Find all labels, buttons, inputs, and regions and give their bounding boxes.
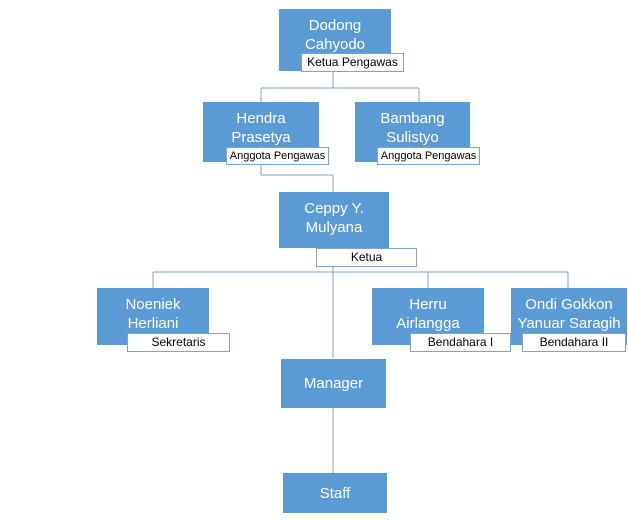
role-label: Anggota Pengawas — [226, 147, 329, 165]
node-name: Hendra Prasetya — [231, 110, 291, 146]
node-name: Staff — [319, 484, 351, 502]
node-name: Bambang Sulistyo — [380, 110, 445, 146]
node-name: Dodong Cahyodo — [304, 17, 366, 53]
node-manager: Manager — [281, 359, 386, 408]
role-label: Bendahara I — [410, 333, 511, 352]
role-label: Ketua Pengawas — [301, 53, 404, 72]
node-name: Ondi Gokkon Yanuar Saragih — [517, 296, 621, 332]
role-label: Bendahara II — [522, 333, 626, 352]
node-name: Ceppy Y. Mulyana — [304, 200, 364, 236]
node-staff: Staff — [283, 473, 387, 513]
role-label: Sekretaris — [127, 333, 230, 352]
node-ceppy-y-mulyana: Ceppy Y. Mulyana — [279, 192, 389, 248]
node-name: Manager — [303, 375, 364, 392]
role-label: Anggota Pengawas — [377, 147, 480, 165]
node-name: Herru Airlangga — [396, 296, 460, 332]
node-name: Noeniek Herliani — [125, 296, 181, 332]
role-label: Ketua — [316, 248, 417, 267]
